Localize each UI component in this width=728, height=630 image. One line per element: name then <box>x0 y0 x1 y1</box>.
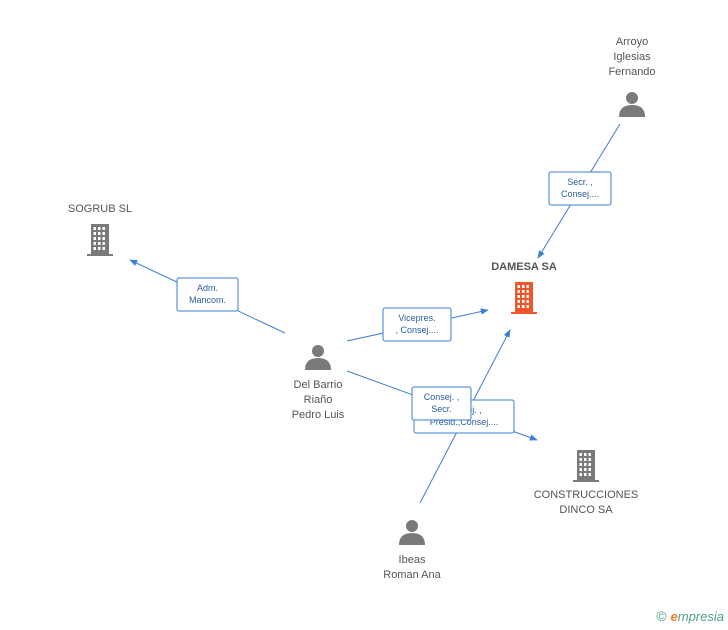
copyright-footer: ©empresia <box>656 608 724 624</box>
building-icon-window <box>584 473 587 476</box>
building-icon-window <box>526 300 529 303</box>
edges-layer <box>129 123 621 504</box>
node-label: CONSTRUCCIONES <box>534 489 639 501</box>
brand-name: mpresia <box>677 609 724 624</box>
edge-label-box[interactable] <box>548 171 612 206</box>
building-icon-window <box>526 290 529 293</box>
person-icon-body <box>619 105 645 117</box>
building-icon-window <box>584 453 587 456</box>
building-icon-window <box>102 227 105 230</box>
building-icon-window <box>93 232 96 235</box>
building-icon-window <box>588 468 591 471</box>
node-label: Del Barrio <box>294 379 343 391</box>
building-icon-window <box>522 285 525 288</box>
building-icon-window <box>517 300 520 303</box>
building-icon-window <box>522 295 525 298</box>
edge-label-e3[interactable]: Vicepres. , Consej.... <box>382 307 452 342</box>
building-icon-window <box>102 237 105 240</box>
edge-label-text: Presid.,Consej.... <box>430 417 499 427</box>
edge-label-text: Mancom. <box>189 295 226 305</box>
building-icon-window <box>98 242 101 245</box>
person-icon-head <box>312 345 324 357</box>
edge-label-box[interactable] <box>382 307 452 342</box>
node-damesa[interactable]: DAMESA SA <box>491 261 557 314</box>
building-icon-window <box>588 473 591 476</box>
node-label: Iglesias <box>613 51 651 63</box>
building-icon-window <box>93 237 96 240</box>
building-icon-window <box>98 237 101 240</box>
building-icon-window <box>98 227 101 230</box>
building-icon-window <box>98 247 101 250</box>
building-icon-window <box>522 305 525 308</box>
building-icon-window <box>522 290 525 293</box>
edge-label-e1[interactable]: Secr. , Consej.... <box>548 171 612 206</box>
edge-label-e5[interactable]: Consej. , Secr. <box>411 386 472 421</box>
building-icon-window <box>102 242 105 245</box>
node-label: Ibeas <box>399 554 426 566</box>
building-icon-window <box>517 305 520 308</box>
building-icon-window <box>526 285 529 288</box>
building-icon-window <box>579 458 582 461</box>
node-label: Roman Ana <box>383 569 441 581</box>
building-icon-window <box>526 305 529 308</box>
edge-label-text: Vicepres. <box>398 313 435 323</box>
building-icon-base <box>511 312 537 314</box>
edge-label-text: Adm. <box>197 283 218 293</box>
node-label: Pedro Luis <box>292 409 345 421</box>
node-label: DAMESA SA <box>491 261 557 273</box>
person-icon-body <box>399 533 425 545</box>
node-label: Arroyo <box>616 36 648 48</box>
person-icon-head <box>406 520 418 532</box>
edge-label-text: Secr. , <box>567 177 593 187</box>
node-label: DINCO SA <box>559 504 613 516</box>
edge-label-text: Secr. <box>431 404 452 414</box>
edge-label-e2[interactable]: Adm. Mancom. <box>176 277 239 312</box>
edge-label-text: Consej.... <box>561 189 599 199</box>
building-icon-window <box>579 473 582 476</box>
building-icon-window <box>522 300 525 303</box>
node-sogrub[interactable]: SOGRUB SL <box>68 203 132 256</box>
building-icon-window <box>517 285 520 288</box>
building-icon-base <box>573 480 599 482</box>
edge-label-box[interactable] <box>176 277 239 312</box>
brand-initial: e <box>670 609 678 624</box>
building-icon-window <box>579 468 582 471</box>
edge-label-box[interactable] <box>411 386 472 421</box>
node-label: Fernando <box>608 66 655 78</box>
building-icon-window <box>588 453 591 456</box>
node-label: SOGRUB SL <box>68 203 132 215</box>
building-icon-window <box>584 468 587 471</box>
building-icon-window <box>579 453 582 456</box>
edge-labels-layer: Secr. , Consej.... Adm. Mancom. Vicepres. , C… <box>176 171 612 434</box>
building-icon-window <box>588 463 591 466</box>
building-icon-window <box>102 247 105 250</box>
building-icon-window <box>588 458 591 461</box>
building-icon-window <box>102 232 105 235</box>
node-construcciones[interactable]: CONSTRUCCIONES DINCO SA <box>534 450 639 516</box>
building-icon-base <box>87 254 113 256</box>
building-icon-window <box>517 290 520 293</box>
building-icon-window <box>93 247 96 250</box>
building-icon-window <box>517 295 520 298</box>
building-icon-window <box>98 232 101 235</box>
person-icon-body <box>305 358 331 370</box>
edge-label-text: , Consej.... <box>395 325 438 335</box>
building-icon-window <box>93 242 96 245</box>
building-icon-window <box>93 227 96 230</box>
edge-label-text: Consej. , <box>424 392 460 402</box>
building-icon-window <box>579 463 582 466</box>
building-icon-window <box>584 463 587 466</box>
copyright-symbol: © <box>656 608 667 624</box>
node-label: Riaño <box>304 394 333 406</box>
building-icon-window <box>526 295 529 298</box>
person-icon-head <box>626 92 638 104</box>
building-icon-window <box>584 458 587 461</box>
